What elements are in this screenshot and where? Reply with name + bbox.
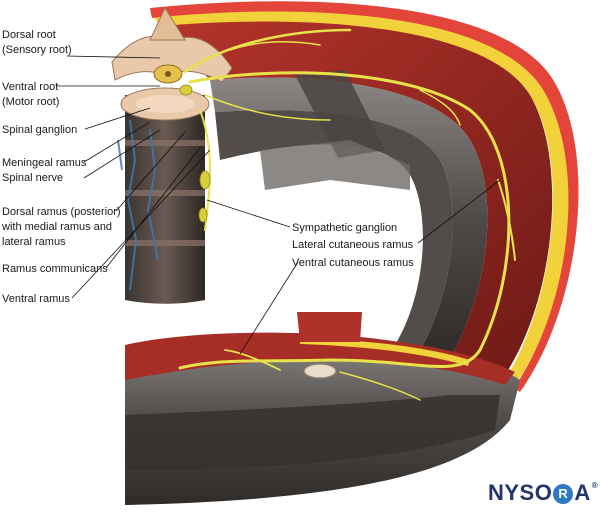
label-spinal-nerve: Spinal nerve xyxy=(2,172,64,184)
lateral-cutaneous-nerve xyxy=(497,179,516,261)
nerve-paths xyxy=(178,28,516,401)
intercostal-nerve xyxy=(178,71,511,370)
vertebral-column xyxy=(125,95,205,304)
cut-muscle-block xyxy=(297,312,362,342)
inner-rib-band xyxy=(215,110,453,350)
rib-strap-2 xyxy=(260,140,410,190)
label-spinal-ganglion: Spinal ganglion xyxy=(2,124,78,136)
label-dorsal-root: Dorsal root (Sensory root) xyxy=(2,29,72,56)
anterior-fat xyxy=(300,338,470,366)
label-sympathetic-ganglion: Sympathetic ganglion xyxy=(292,222,398,234)
rib-strap xyxy=(295,70,385,158)
sympathetic-ganglia xyxy=(179,84,211,223)
skin-layer xyxy=(150,6,572,386)
label-ventral-root: Ventral root (Motor root) xyxy=(2,81,60,108)
leader-lines xyxy=(56,55,501,355)
label-ramus-communicans: Ramus communicans xyxy=(2,263,108,275)
label-ventral-ramus: Ventral ramus xyxy=(2,293,70,305)
back-muscle xyxy=(160,21,553,378)
dermis-layer xyxy=(150,1,579,393)
inner-lower-band xyxy=(125,395,500,470)
label-dorsal-ramus: Dorsal ramus (posterior) with medial ram… xyxy=(2,206,121,248)
intercostal-wall xyxy=(210,77,488,358)
dorsal-ramus-nerve xyxy=(183,28,352,74)
logo-ring-icon: R xyxy=(553,484,574,504)
label-lateral-cutaneous-ramus: Lateral cutaneous ramus xyxy=(292,239,414,251)
vessel-cross-section xyxy=(303,363,337,379)
spinous-process xyxy=(149,6,186,41)
label-meningeal-ramus: Meningeal ramus xyxy=(2,157,87,169)
label-ventral-cutaneous-ramus: Ventral cutaneous ramus xyxy=(292,257,414,269)
